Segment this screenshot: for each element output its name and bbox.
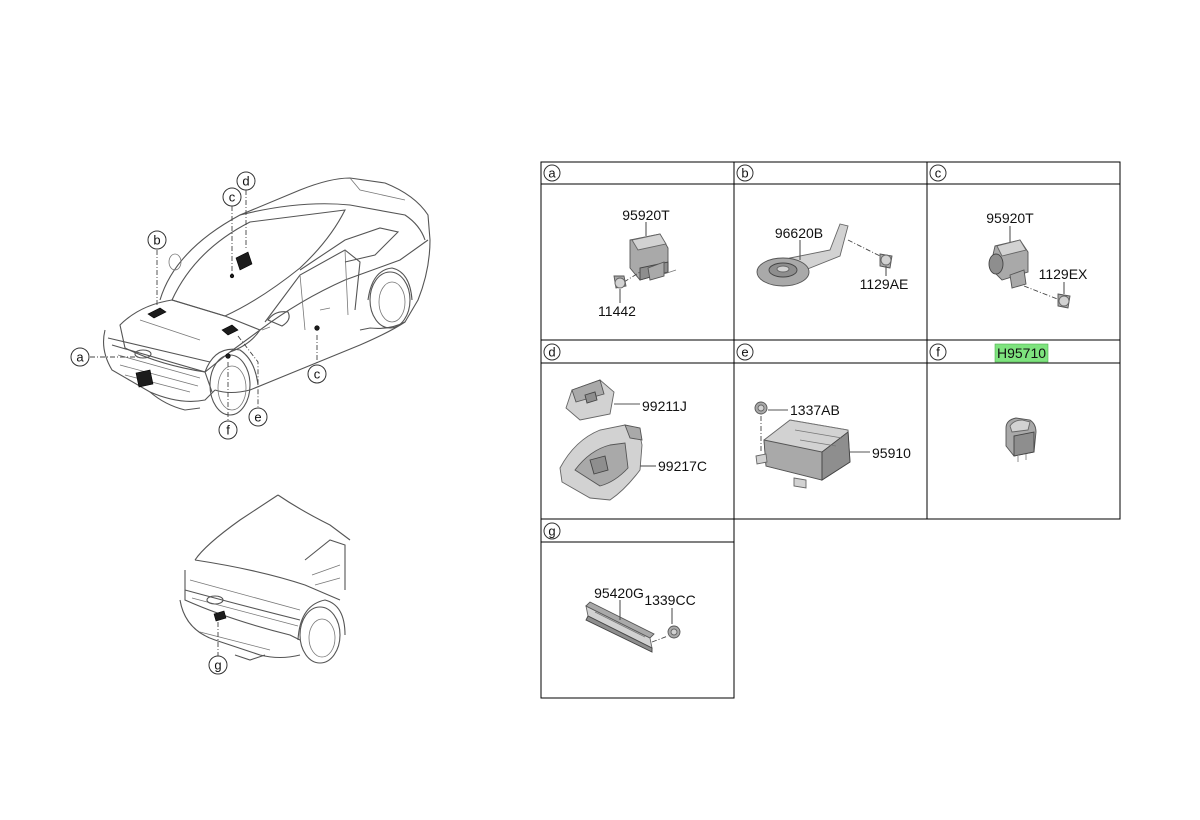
part-99217C: 99217C	[658, 458, 707, 474]
section-a-parts: 95920T 11442	[598, 207, 677, 319]
front-car-illustration	[90, 177, 431, 420]
svg-text:d: d	[242, 174, 249, 189]
section-c-parts: 95920T 1129EX	[986, 210, 1088, 309]
section-b-header: b	[736, 164, 754, 182]
svg-text:e: e	[254, 410, 261, 425]
part-95920T-a: 95920T	[622, 207, 670, 223]
part-99211J: 99211J	[642, 398, 687, 414]
parts-table-grid	[540, 161, 1121, 699]
highlight-box	[994, 343, 1049, 363]
svg-text:e: e	[741, 345, 748, 360]
callout-e: e	[248, 407, 268, 427]
callout-g: g	[208, 655, 228, 675]
part-95420G: 95420G	[594, 585, 644, 601]
svg-text:f: f	[226, 423, 230, 438]
section-g-header: g	[543, 522, 561, 540]
svg-text:f: f	[936, 345, 940, 360]
callout-b: b	[147, 230, 167, 250]
svg-text:g: g	[214, 658, 221, 673]
part-H95710[interactable]: H95710	[997, 345, 1046, 361]
section-b-parts: 96620B 1129AE	[756, 223, 909, 292]
section-d-header: d	[543, 343, 561, 361]
part-95920T-c: 95920T	[986, 210, 1034, 226]
svg-text:b: b	[741, 166, 748, 181]
part-95910: 95910	[872, 445, 911, 461]
part-1337AB: 1337AB	[790, 402, 840, 418]
rear-car-illustration	[179, 494, 351, 664]
section-f-header: f	[929, 343, 947, 361]
svg-text:c: c	[229, 190, 236, 205]
svg-text:c: c	[314, 367, 321, 382]
section-g-parts: 95420G 1339CC	[585, 585, 696, 653]
svg-text:d: d	[548, 345, 555, 360]
svg-text:g: g	[548, 524, 555, 539]
svg-text:c: c	[935, 166, 942, 181]
callout-d: d	[236, 171, 256, 191]
section-e-header: e	[736, 343, 754, 361]
callout-f: f	[218, 420, 238, 440]
part-96620B: 96620B	[775, 225, 823, 241]
svg-text:a: a	[548, 166, 556, 181]
section-d-parts: 99211J 99217C	[559, 379, 707, 501]
part-11442: 11442	[598, 303, 636, 319]
part-1339CC: 1339CC	[644, 592, 695, 608]
section-a-header: a	[543, 164, 561, 182]
section-e-parts: 1337AB 95910	[754, 401, 911, 489]
svg-text:a: a	[76, 350, 84, 365]
section-f-parts: H95710	[994, 343, 1049, 462]
callout-c-side: c	[307, 364, 327, 384]
part-1129AE: 1129AE	[860, 276, 909, 292]
part-1129EX: 1129EX	[1039, 266, 1088, 282]
svg-text:b: b	[153, 233, 160, 248]
callout-a: a	[70, 347, 90, 367]
callout-c-top: c	[222, 187, 242, 207]
section-c-header: c	[929, 164, 947, 182]
